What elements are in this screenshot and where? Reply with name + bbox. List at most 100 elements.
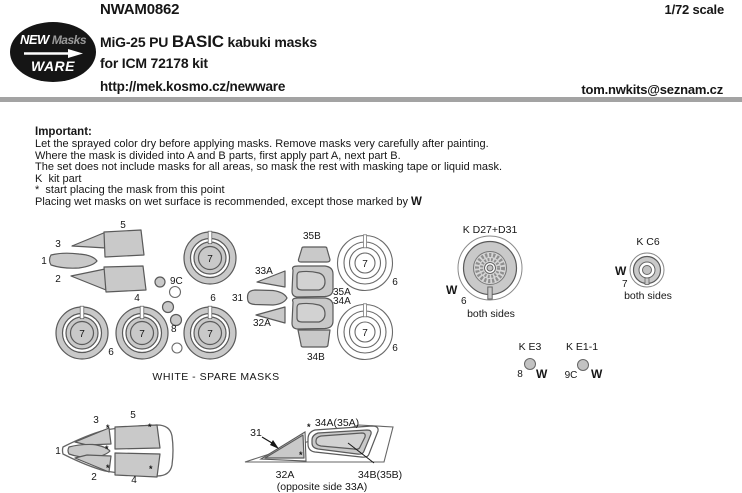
label-34b-35b: 34B(35B) xyxy=(358,469,402,481)
mask-shape-35b xyxy=(297,246,331,263)
wet-mark-symbol: W xyxy=(411,195,422,208)
product-title: MiG-25 PU BASIC kabuki masks xyxy=(100,32,317,52)
kit-part-d27-diagram: K D27+D31 W 6 both sides xyxy=(446,224,523,320)
spare-circle xyxy=(171,342,183,354)
wet-mark-symbol: W xyxy=(615,264,627,278)
mask-circle-9c xyxy=(154,276,166,288)
placement-side-view: * * 31 34A(35A) 32A 34B(35B) (opposite s… xyxy=(244,417,402,493)
label-7: 7 xyxy=(622,279,628,290)
product-code: NWAM0862 xyxy=(100,1,180,18)
important-heading: Important: xyxy=(35,126,92,138)
wheel-mask-6-7: 7 xyxy=(183,230,237,285)
spare-circle xyxy=(168,285,182,299)
wheel-mask-6-7: 7 xyxy=(55,305,109,360)
mask-shape-2 xyxy=(70,268,107,291)
start-point-star: * xyxy=(148,422,152,432)
label-4: 4 xyxy=(131,475,137,486)
kit-circle-drawing xyxy=(577,359,589,371)
label-4: 4 xyxy=(134,293,140,304)
instruction-line: The set does not include masks for all a… xyxy=(35,161,503,174)
start-point-star: * xyxy=(106,423,110,433)
mask-shape-34a-inner xyxy=(296,302,326,323)
label-8: 8 xyxy=(171,324,177,335)
opposite-side-note: (opposite side 33A) xyxy=(277,481,367,493)
kit-part-e3-diagram: K E3 8 W xyxy=(517,341,549,381)
label-6: 6 xyxy=(108,347,114,358)
instruction-line: Let the sprayed color dry before applyin… xyxy=(35,138,489,150)
label-6: 6 xyxy=(392,277,398,288)
start-point-star: * xyxy=(307,422,311,432)
mask-shape-32a xyxy=(255,306,286,324)
leader-line-34b xyxy=(347,442,375,464)
kit-part-e1-1-diagram: K E1-1 9C W xyxy=(565,341,604,381)
mask-shape-34b xyxy=(297,329,331,348)
canopy-mask-inner xyxy=(315,432,366,450)
applied-mask-32a xyxy=(264,434,305,459)
label-33a: 33A xyxy=(255,266,273,277)
placement-top-view: * * * * * 3 5 1 2 4 xyxy=(55,410,174,486)
mask-shape-4 xyxy=(103,265,147,293)
kit-wheel-drawing xyxy=(629,252,665,288)
label-34a-35a: 34A(35A) xyxy=(315,417,359,429)
label-8: 8 xyxy=(517,369,523,380)
instruction-line: K kit part xyxy=(35,172,82,185)
kit-part-c6-diagram: K C6 W 7 both sides xyxy=(615,236,672,302)
applied-mask-3 xyxy=(74,427,112,446)
spare-masks-note: WHITE - SPARE MASKS xyxy=(152,371,279,383)
spare-wheel-mask: 7 xyxy=(336,234,394,292)
wet-mark-symbol: W xyxy=(591,367,603,381)
wet-mark-symbol: W xyxy=(536,367,548,381)
kit-wheel-drawing xyxy=(457,235,523,301)
wheel-mask-6-7: 7 xyxy=(183,305,237,360)
wheel-center-label: 7 xyxy=(79,329,85,340)
mask-shape-1 xyxy=(48,252,98,269)
label-9c: 9C xyxy=(565,370,578,381)
start-point-star: * xyxy=(299,450,303,460)
logo-text-ware: WARE xyxy=(31,57,75,74)
label-6: 6 xyxy=(392,343,398,354)
label-9c: 9C xyxy=(170,276,183,287)
wheel-mask-6-7: 7 xyxy=(115,305,169,360)
instruction-line-wet: Placing wet masks on wet surface is reco… xyxy=(35,195,615,209)
kit-part-c6-title: K C6 xyxy=(636,236,660,248)
label-31: 31 xyxy=(232,293,244,304)
mask-shape-3 xyxy=(71,231,107,249)
kit-circle-drawing xyxy=(524,358,536,370)
wheel-center-label: 7 xyxy=(139,329,145,340)
logo-text-new: NEW xyxy=(19,31,49,47)
mask-shape-33a xyxy=(256,270,286,288)
label-5: 5 xyxy=(130,410,136,421)
mask-shape-31 xyxy=(246,289,288,306)
instruction-line: Placing wet masks on wet surface is reco… xyxy=(35,195,412,208)
applied-mask-5 xyxy=(114,424,161,450)
instruction-line: Where the mask is divided into A and B p… xyxy=(35,149,401,162)
label-34b: 34B xyxy=(307,352,325,363)
start-point-star: * xyxy=(149,464,153,474)
start-point-star: * xyxy=(105,444,109,454)
title-suffix: kabuki masks xyxy=(223,34,318,50)
label-5: 5 xyxy=(120,220,126,231)
label-32a: 32A xyxy=(253,318,271,329)
label-6: 6 xyxy=(210,293,216,304)
both-sides-note: both sides xyxy=(624,290,672,302)
label-31: 31 xyxy=(250,427,262,439)
label-1: 1 xyxy=(55,446,61,457)
label-1: 1 xyxy=(41,256,47,267)
instruction-line: * start placing the mask from this point xyxy=(35,184,225,197)
label-35b: 35B xyxy=(303,231,321,242)
applied-mask-2 xyxy=(74,454,112,473)
start-point-star: * xyxy=(106,463,110,473)
arrow-31-line xyxy=(261,436,273,444)
kit-part-d27-title: K D27+D31 xyxy=(463,224,518,236)
website-url: http://mek.kosmo.cz/newware xyxy=(100,79,286,94)
label-34a: 34A xyxy=(333,296,351,307)
kit-part-e3-title: K E3 xyxy=(519,341,542,353)
title-prefix: MiG-25 PU xyxy=(100,34,172,50)
spare-wheel-mask: 7 xyxy=(336,303,394,361)
arrow-31-head xyxy=(270,440,279,449)
label-32a: 32A xyxy=(276,469,295,481)
header-divider xyxy=(0,97,742,102)
label-2: 2 xyxy=(55,274,61,285)
